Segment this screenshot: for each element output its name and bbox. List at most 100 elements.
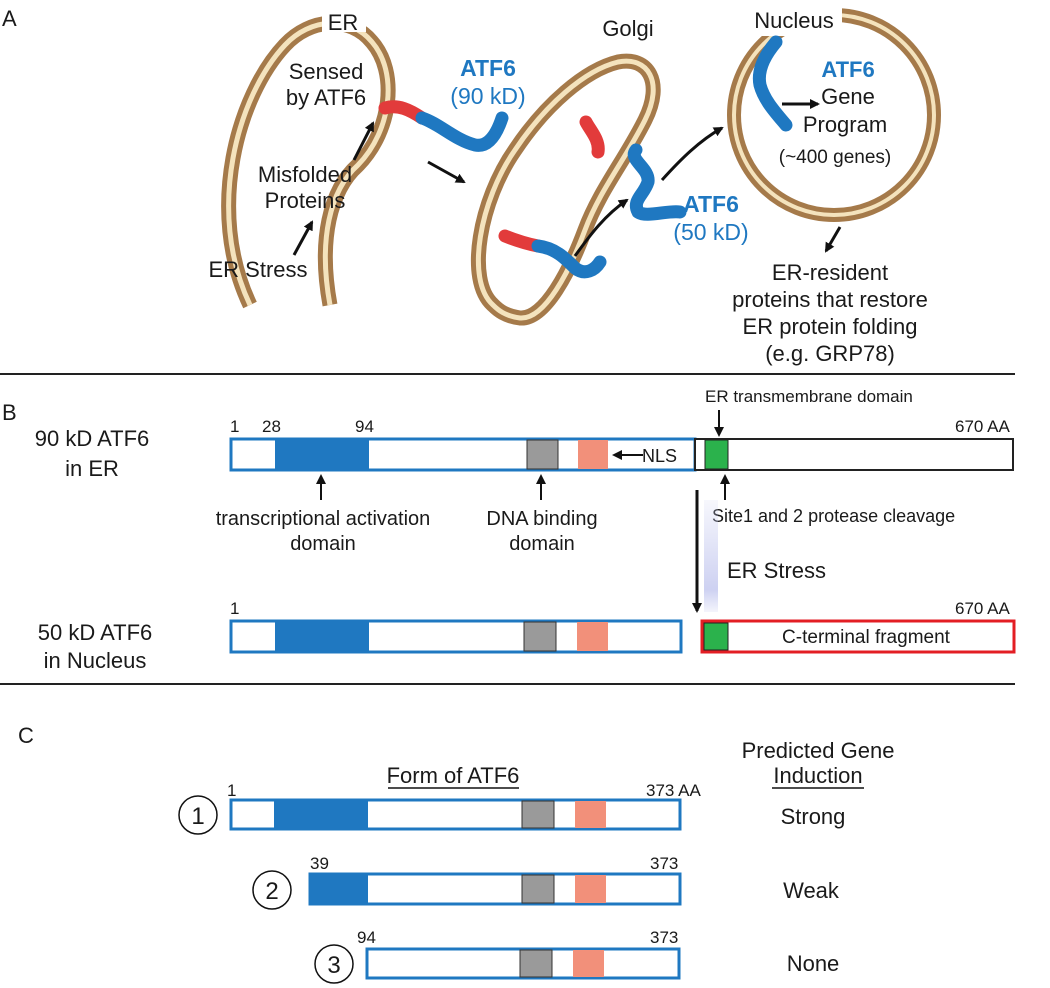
panel-c-letter: C xyxy=(18,723,34,748)
outcome-text-1: ER-resident xyxy=(772,260,888,285)
row-2-number-circle xyxy=(252,870,292,910)
atf6-50-name: ATF6 xyxy=(683,191,739,217)
row1-label-1: 90 kD ATF6 xyxy=(35,426,150,451)
program-text: Program xyxy=(803,112,887,137)
arrow-golgi-to-nucleus xyxy=(660,126,724,182)
pos-94: 94 xyxy=(355,417,374,436)
row-2-dna-block xyxy=(521,874,555,904)
outcome-text-3: ER protein folding xyxy=(743,314,918,339)
golgi-label: Golgi xyxy=(602,16,653,41)
misfolded-text-1: Misfolded xyxy=(258,162,352,187)
cleavage-glow xyxy=(704,500,718,612)
golgi-membrane xyxy=(470,53,661,326)
row-1-induction: Strong xyxy=(781,804,846,829)
panel-b: B 90 kD ATF6 in ER 1 28 94 670 AA ER tra… xyxy=(2,387,1016,673)
golgi-red-fragment xyxy=(579,115,605,159)
genes-count-text: (~400 genes) xyxy=(779,147,892,168)
row-1-number-circle xyxy=(178,795,218,835)
atf6-90-name: ATF6 xyxy=(460,55,516,81)
atf6-90-size: (90 kD) xyxy=(450,83,525,109)
induction-header-1: Predicted Gene xyxy=(742,738,895,763)
atf6-90kd-protein xyxy=(378,100,509,152)
form-row-2: 2 39 373 Weak xyxy=(252,854,840,910)
form-row-3: 3 94 373 None xyxy=(314,928,840,984)
er-membrane xyxy=(221,2,396,309)
row-3-number: 3 xyxy=(327,952,340,979)
cleavage-label: Site1 and 2 protease cleavage xyxy=(712,506,955,526)
er-label: ER xyxy=(328,10,359,35)
row-3-start: 94 xyxy=(357,928,376,947)
row-2-end: 373 xyxy=(650,854,678,873)
activation-domain-block xyxy=(275,440,369,469)
nls-label: NLS xyxy=(642,446,677,466)
tm-domain-label: ER transmembrane domain xyxy=(705,387,913,406)
row1-label-2: in ER xyxy=(65,456,119,481)
row-3-induction: None xyxy=(787,951,840,976)
panel-a: A ER Golgi Nucleus ATF6 (90 kD) Sensed xyxy=(2,2,941,366)
arrow-to-sensed xyxy=(352,121,375,161)
nls-block xyxy=(578,440,608,469)
arrow-to-misfolded xyxy=(292,220,314,256)
row-2-activation-block xyxy=(310,874,368,904)
atf6-50-dna-block xyxy=(523,621,557,652)
arrow-er-to-golgi xyxy=(427,160,466,184)
tm-domain-block xyxy=(704,439,729,470)
er-stress-text: ER Stress xyxy=(208,257,307,282)
golgi-atf6-cleaved xyxy=(627,143,687,221)
row-3-nls-block xyxy=(573,950,604,977)
dna-binding-block xyxy=(526,439,559,470)
row-2-bar xyxy=(308,872,682,906)
row-1-number: 1 xyxy=(191,803,204,830)
activation-label-2: domain xyxy=(290,533,356,555)
row-1-activation-block xyxy=(274,801,368,828)
nucleus-atf6-label: ATF6 xyxy=(821,57,874,82)
c-terminal-label: C-terminal fragment xyxy=(782,627,951,648)
row-2-start: 39 xyxy=(310,854,329,873)
atf6-90-c-terminal-bar xyxy=(694,438,1014,471)
pos-28: 28 xyxy=(262,417,281,436)
c-terminal-fragment xyxy=(700,619,1016,654)
row-3-number-circle xyxy=(314,944,354,984)
atf6-50-size: (50 kD) xyxy=(673,219,748,245)
row-3-end: 373 xyxy=(650,928,678,947)
pos-670: 670 AA xyxy=(955,417,1010,436)
row-1-start: 1 xyxy=(227,781,236,800)
row-1-end: 373 AA xyxy=(646,781,701,800)
row-2-number: 2 xyxy=(265,878,278,905)
panel-a-letter: A xyxy=(2,6,17,31)
activation-label-1: transcriptional activation xyxy=(216,508,431,530)
panel-b-letter: B xyxy=(2,400,17,425)
nucleus-membrane xyxy=(727,2,941,222)
form-header: Form of ATF6 xyxy=(387,763,520,788)
outcome-text-4: (e.g. GRP78) xyxy=(765,341,895,366)
sensed-text-1: Sensed xyxy=(289,59,364,84)
pos-1-b: 1 xyxy=(230,599,239,618)
pos-670-b: 670 AA xyxy=(955,599,1010,618)
arrow-golgi-cleave xyxy=(573,198,629,257)
c-terminal-tm-block xyxy=(703,622,729,651)
nucleus-label: Nucleus xyxy=(754,8,833,33)
arrow-to-outcome xyxy=(824,226,842,253)
gene-text: Gene xyxy=(821,84,875,109)
outcome-text-2: proteins that restore xyxy=(732,287,928,312)
atf6-50-activation-block xyxy=(275,622,369,651)
dna-binding-label-1: DNA binding xyxy=(486,508,597,530)
row-2-nls-block xyxy=(575,875,606,903)
nucleus-atf6 xyxy=(752,35,793,132)
golgi-atf6-full xyxy=(498,229,607,279)
induction-header-2: Induction xyxy=(773,763,862,788)
row2-label-1: 50 kD ATF6 xyxy=(38,620,153,645)
misfolded-text-2: Proteins xyxy=(265,188,346,213)
row-3-dna-block xyxy=(519,949,553,978)
form-row-1: 1 1 373 AA Strong xyxy=(178,781,846,835)
sensed-text-2: by ATF6 xyxy=(286,85,366,110)
panel-c: C Form of ATF6 Predicted Gene Induction … xyxy=(18,723,895,984)
b-er-stress-label: ER Stress xyxy=(727,558,826,583)
atf6-50-nls-block xyxy=(577,622,608,651)
row-1-dna-block xyxy=(521,800,555,829)
row-1-nls-block xyxy=(575,801,606,828)
row-2-induction: Weak xyxy=(783,878,840,903)
pos-1: 1 xyxy=(230,417,239,436)
row2-label-2: in Nucleus xyxy=(44,648,147,673)
